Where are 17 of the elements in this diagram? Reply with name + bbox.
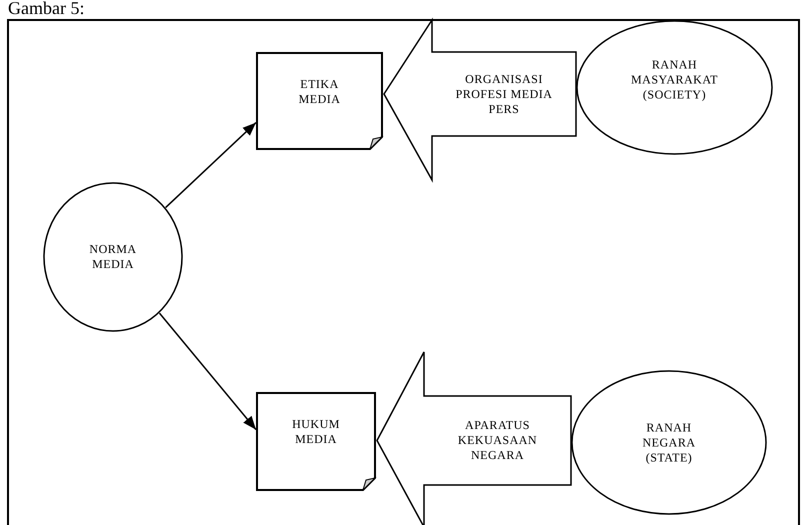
- ellipse-node: [576, 20, 773, 155]
- node-label: ETIKA MEDIA: [298, 77, 342, 107]
- note-box: [256, 52, 383, 150]
- node-label: HUKUM MEDIA: [291, 417, 341, 447]
- figure-title: Gambar 5:: [8, 0, 84, 19]
- node-label: RANAH NEGARA (STATE): [642, 420, 696, 465]
- block-arrow: [376, 351, 572, 525]
- note-box: [256, 392, 376, 491]
- arrow: [165, 122, 257, 208]
- arrow-label: ORGANISASI PROFESI MEDIA PERS: [432, 52, 576, 136]
- ellipse-node: [43, 182, 183, 332]
- ellipse-node: [571, 370, 767, 515]
- block-arrow: [383, 17, 577, 183]
- node-label: RANAH MASYARAKAT (SOCIETY): [630, 58, 719, 102]
- arrow: [158, 312, 257, 430]
- arrow-label: APARATUS KEKUASAAN NEGARA: [424, 396, 571, 485]
- node-label: NORMA MEDIA: [88, 242, 138, 272]
